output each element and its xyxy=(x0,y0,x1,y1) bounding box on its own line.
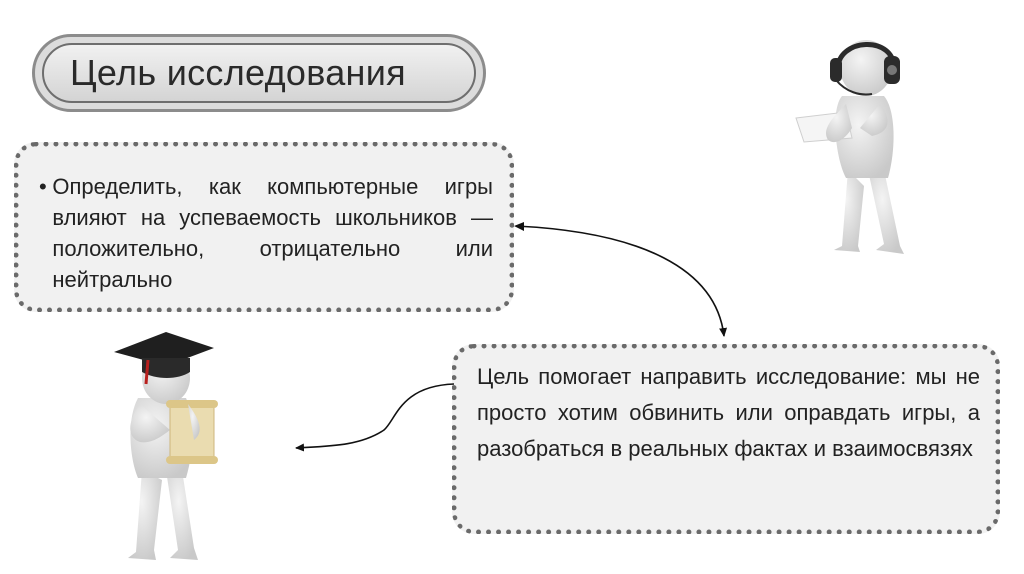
connector-arrow-right xyxy=(515,225,728,337)
title-frame: Цель исследования xyxy=(32,34,486,112)
title-pill: Цель исследования xyxy=(42,43,476,103)
explanation-text: Цель помогает направить исследование: мы… xyxy=(477,364,980,461)
explanation-box: Цель помогает направить исследование: мы… xyxy=(452,344,1000,534)
goal-box: • Определить, как компьютерные игры влия… xyxy=(14,142,514,312)
headphones-figure xyxy=(795,40,904,254)
connector-arrow-left xyxy=(295,383,455,452)
page-title: Цель исследования xyxy=(70,52,406,93)
graduate-figure xyxy=(114,332,218,560)
bullet-marker: • xyxy=(39,174,47,199)
goal-bullet-row: • Определить, как компьютерные игры влия… xyxy=(39,171,493,295)
goal-text: Определить, как компьютерные игры влияют… xyxy=(52,174,493,292)
